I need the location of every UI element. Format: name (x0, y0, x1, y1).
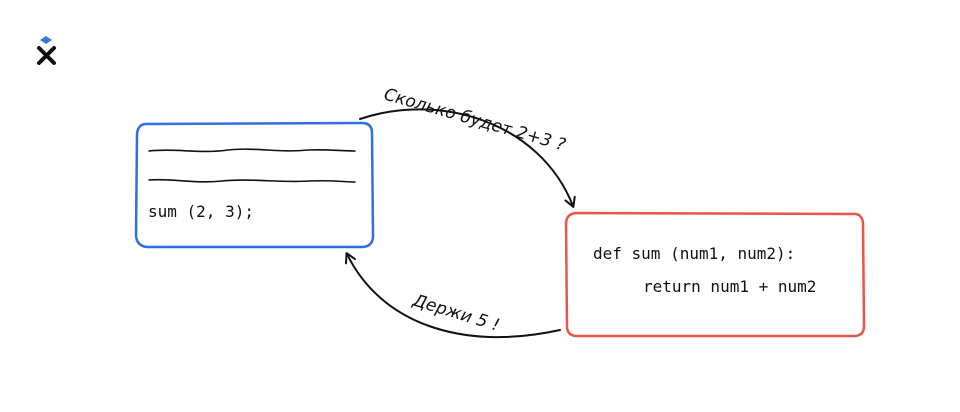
function-box-border (564, 211, 866, 338)
caller-box-border (134, 121, 375, 249)
function-return-line: return num1 + num2 (643, 277, 816, 296)
response-arrow (345, 252, 561, 339)
caller-code-line: sum (2, 3); (148, 202, 254, 221)
placeholder-code-line-1 (148, 148, 356, 153)
request-label: Сколько будет 2+3 ? (382, 85, 568, 156)
function-box: def sum (num1, num2): return num1 + num2 (564, 211, 866, 338)
request-arrow (359, 108, 576, 208)
function-def-line: def sum (num1, num2): (593, 244, 795, 263)
x-logo-icon (37, 36, 56, 65)
response-label: Держи 5 ! (410, 290, 502, 336)
placeholder-code-line-2 (148, 178, 356, 183)
caller-box: sum (2, 3); (134, 121, 375, 249)
